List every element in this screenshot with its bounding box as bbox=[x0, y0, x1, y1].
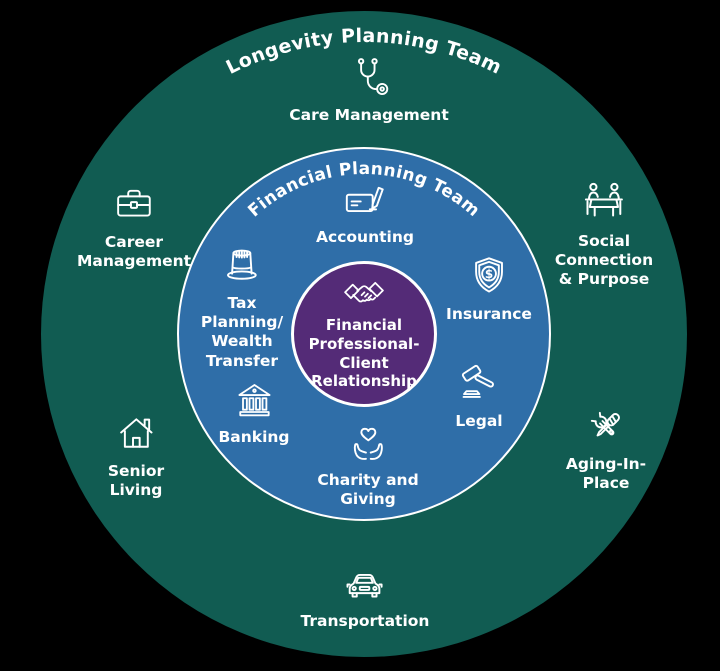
house-icon bbox=[119, 418, 153, 448]
middle-item-label: Accounting bbox=[316, 228, 414, 246]
outer-item-label: Aging-In-Place bbox=[565, 455, 647, 493]
people-at-table-icon bbox=[584, 182, 623, 217]
middle-item-label: Banking bbox=[218, 428, 290, 446]
check-and-pen-icon bbox=[345, 186, 384, 212]
outer-item-label: Transportation bbox=[300, 612, 430, 630]
middle-item-tax-planning: Tax Planning/ Wealth Transfer bbox=[201, 243, 283, 371]
middle-item-legal: Legal bbox=[455, 361, 503, 431]
center-label: Financial Professional- Client Relations… bbox=[308, 315, 420, 391]
outer-item-label: Senior Living bbox=[107, 462, 165, 500]
center-relationship-circle: Financial Professional- Client Relations… bbox=[291, 261, 437, 407]
bank-building-icon bbox=[237, 384, 271, 417]
outer-item-label: Social Connection & Purpose bbox=[554, 232, 654, 289]
middle-item-label: Tax Planning/ Wealth Transfer bbox=[200, 294, 284, 370]
car-icon bbox=[346, 573, 384, 598]
dollar-glyph: $ bbox=[485, 267, 493, 281]
middle-item-insurance: $ Insurance bbox=[446, 254, 532, 324]
middle-item-label: Charity and Giving bbox=[317, 471, 419, 509]
outer-item-care-management: Care Management bbox=[289, 55, 449, 125]
handshake-icon bbox=[344, 281, 384, 303]
middle-item-charity-and-giving: Charity and Giving bbox=[317, 420, 419, 509]
outer-item-label: Career Management bbox=[76, 233, 192, 271]
middle-item-label: Insurance bbox=[446, 305, 532, 323]
outer-item-senior-living: Senior Living bbox=[108, 410, 164, 500]
middle-item-accounting: Accounting bbox=[316, 177, 414, 247]
stethoscope-icon bbox=[357, 58, 388, 96]
outer-item-social-connection: Social Connection & Purpose bbox=[555, 179, 653, 290]
middle-item-label: Legal bbox=[455, 412, 503, 430]
shield-dollar-icon: $ bbox=[475, 257, 503, 293]
middle-item-banking: Banking bbox=[218, 379, 290, 447]
gavel-icon bbox=[461, 364, 494, 398]
briefcase-icon bbox=[117, 189, 151, 217]
hands-heart-icon bbox=[353, 427, 383, 460]
top-hat-icon bbox=[227, 249, 257, 280]
outer-item-aging-in-place: Aging-In-Place bbox=[549, 404, 663, 493]
outer-item-transportation: Transportation bbox=[300, 561, 430, 631]
outer-item-career-management: Career Management bbox=[77, 182, 191, 271]
outer-item-label: Care Management bbox=[289, 106, 449, 124]
crossed-tools-icon bbox=[590, 411, 620, 437]
